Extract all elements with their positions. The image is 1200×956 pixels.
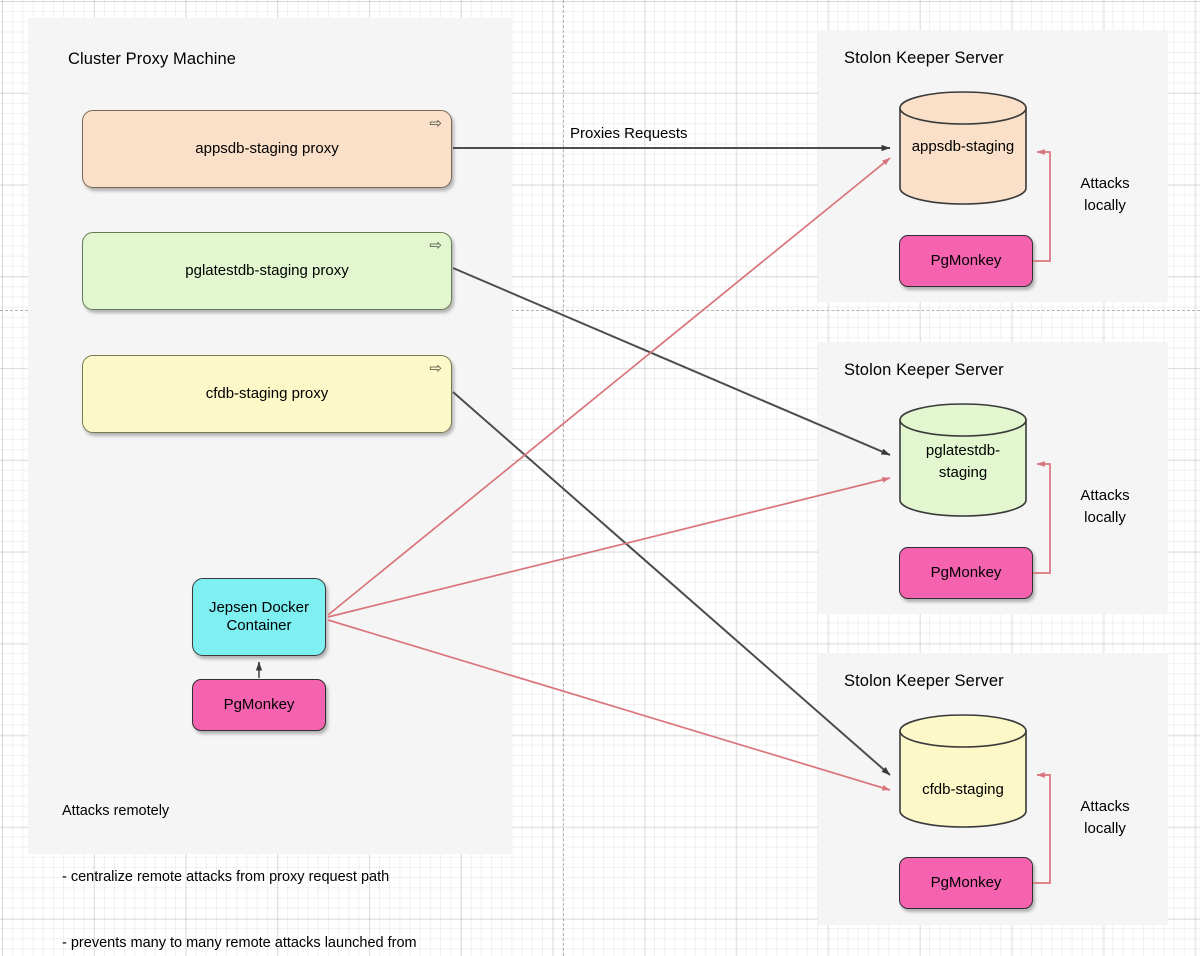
right-arrow-outline-icon: ⇨ xyxy=(429,360,442,377)
proxy-box-appsdb-staging[interactable]: ⇨ appsdb-staging proxy xyxy=(82,110,452,188)
pgmonkey-label: PgMonkey xyxy=(930,252,1002,270)
pgmonkey-label: PgMonkey xyxy=(930,874,1002,892)
proxy-box-cfdb-staging[interactable]: ⇨ cfdb-staging proxy xyxy=(82,355,452,433)
cluster-proxy-machine-title: Cluster Proxy Machine xyxy=(68,50,237,68)
right-arrow-outline-icon: ⇨ xyxy=(429,237,442,254)
keeper-server-3-title: Stolon Keeper Server xyxy=(844,672,1004,690)
proxy-label: appsdb-staging proxy xyxy=(195,140,339,158)
proxy-label: cfdb-staging proxy xyxy=(205,385,329,403)
jepsen-label: Jepsen Docker Container xyxy=(209,599,309,634)
database-cylinder-pglatestdb-staging[interactable]: pglatestdb- staging xyxy=(898,402,1028,518)
right-arrow-outline-icon: ⇨ xyxy=(429,115,442,132)
pgmonkey-box-keeper-3[interactable]: PgMonkey xyxy=(899,857,1033,909)
pgmonkey-box-jepsen[interactable]: PgMonkey xyxy=(192,679,326,731)
pgmonkey-box-keeper-1[interactable]: PgMonkey xyxy=(899,235,1033,287)
pgmonkey-label: PgMonkey xyxy=(930,564,1002,582)
proxies-requests-label: Proxies Requests xyxy=(570,125,688,142)
database-cylinder-appsdb-staging[interactable]: appsdb-staging xyxy=(898,90,1028,206)
page-break-vertical xyxy=(563,0,564,956)
database-cylinder-cfdb-staging[interactable]: cfdb-staging xyxy=(898,713,1028,829)
pgmonkey-box-keeper-2[interactable]: PgMonkey xyxy=(899,547,1033,599)
attacks-locally-line2: locally xyxy=(1084,508,1126,526)
attacks-locally-line1: Attacks xyxy=(1080,175,1130,192)
pgmonkey-label: PgMonkey xyxy=(223,696,295,714)
attacks-locally-label-2: Attacks locally xyxy=(1062,485,1148,529)
attacks-remotely-note: Attacks remotely - centralize remote att… xyxy=(62,756,417,956)
note-bullet-1: - centralize remote attacks from proxy r… xyxy=(62,869,390,886)
jepsen-label-line2: Container xyxy=(226,617,292,634)
jepsen-label-line1: Jepsen Docker xyxy=(208,599,310,617)
attacks-locally-line2: locally xyxy=(1084,819,1126,837)
attacks-locally-line1: Attacks xyxy=(1080,487,1130,504)
note-bullet-2: - prevents many to many remote attacks l… xyxy=(62,935,417,952)
keeper-server-1-title: Stolon Keeper Server xyxy=(844,49,1004,67)
note-heading: Attacks remotely xyxy=(62,803,170,820)
keeper-server-2-title: Stolon Keeper Server xyxy=(844,361,1004,379)
attacks-locally-line1: Attacks xyxy=(1080,798,1130,815)
proxy-label: pglatestdb-staging proxy xyxy=(185,262,349,280)
proxy-box-pglatestdb-staging[interactable]: ⇨ pglatestdb-staging proxy xyxy=(82,232,452,310)
jepsen-docker-container-box[interactable]: Jepsen Docker Container xyxy=(192,578,326,656)
attacks-locally-line2: locally xyxy=(1084,196,1126,214)
attacks-locally-label-3: Attacks locally xyxy=(1062,796,1148,840)
attacks-locally-label-1: Attacks locally xyxy=(1062,173,1148,217)
